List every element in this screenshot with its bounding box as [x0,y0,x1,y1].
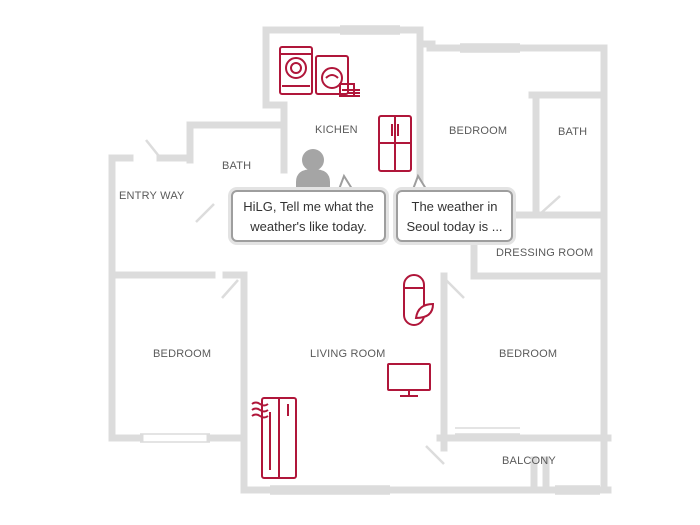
user-speech-line-1: HiLG, Tell me what the [243,199,374,214]
user-speech-line-2: weather's like today. [250,219,367,234]
walls [108,26,612,494]
washer-icon [279,46,313,95]
assistant-speech-line-2: Seoul today is ... [406,219,503,234]
air-purifier-icon [403,274,435,326]
room-label-entry-way: ENTRY WAY [119,190,185,202]
assistant-speech-bubble: The weather in Seoul today is ... [396,190,513,242]
room-label-bedroom-right: BEDROOM [499,348,558,360]
user-speech-bubble: HiLG, Tell me what the weather's like to… [231,190,386,242]
room-label-balcony: BALCONY [502,455,556,467]
room-label-bedroom-left: BEDROOM [153,348,212,360]
windows [140,25,600,495]
assistant-speech-line-1: The weather in [411,199,498,214]
speech-tails [337,173,429,193]
refrigerator-icon [378,115,412,172]
room-label-bedroom-top: BEDROOM [449,125,508,137]
doors [145,139,561,465]
room-label-bath-right: BATH [558,126,588,138]
tv-icon [387,363,431,397]
dryer-icon [315,55,360,97]
room-label-living-room: LIVING ROOM [310,348,386,360]
room-label-kitchen: KICHEN [315,124,358,136]
person-icon [296,149,330,190]
room-label-dressing-room: DRESSING ROOM [496,247,594,259]
styler-icon [251,397,297,479]
room-label-bath-left: BATH [222,160,252,172]
